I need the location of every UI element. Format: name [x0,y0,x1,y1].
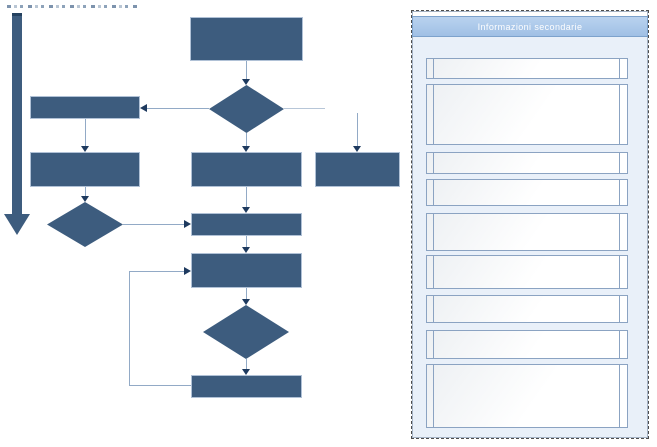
panel-row-9[interactable] [426,364,628,428]
loop-edge-vertical[interactable] [129,271,130,386]
bar-mid-1[interactable] [191,213,302,236]
panel-row-8[interactable] [426,330,628,359]
process-mid-2[interactable] [191,253,302,288]
edge-decision1-to-processmid1[interactable] [246,133,247,146]
arrowhead [242,79,250,85]
bar-mid-2[interactable] [191,375,302,398]
side-box[interactable] [315,152,400,187]
big-down-arrow-shaft[interactable] [12,13,22,215]
panel-title-bar[interactable]: Informazioni secondarie [412,16,648,37]
arrowhead [81,196,89,202]
arrowhead [242,369,250,375]
row-separator [619,331,620,358]
arrowhead [242,146,250,152]
decision-mid-2[interactable] [203,305,289,359]
panel-row-1[interactable] [426,58,628,79]
row-separator [433,180,434,205]
edge-decision2-to-barmid2[interactable] [246,359,247,369]
row-separator [619,365,620,427]
decision-mid-1[interactable] [209,85,284,133]
box-left-2[interactable] [30,152,140,187]
row-separator [433,331,434,358]
arrowhead [184,220,191,228]
edge-start-to-decision1[interactable] [246,61,247,79]
panel-row-5[interactable] [426,213,628,251]
edge-processmid2-to-decision2[interactable] [246,288,247,299]
row-separator [433,214,434,250]
edge-decision1-right-segment[interactable] [284,108,325,109]
big-down-arrow-head [4,214,30,235]
edge-barmid1-to-processmid2[interactable] [246,236,247,247]
edge-to-side-box[interactable] [357,113,358,146]
panel-row-3[interactable] [426,152,628,174]
row-separator [433,59,434,78]
arrowhead [81,146,89,152]
secondary-info-panel[interactable]: Informazioni secondarie [411,10,649,439]
row-separator [433,296,434,322]
illegible-caption-text [7,5,139,8]
row-separator [619,256,620,288]
panel-title: Informazioni secondarie [477,21,583,32]
arrowhead [140,104,147,112]
row-separator [619,153,620,173]
decision-left[interactable] [47,202,123,247]
row-separator [619,59,620,78]
edge-decisionleft-to-barmid1[interactable] [123,224,184,225]
row-separator [619,214,620,250]
edge-processmid1-to-barmid1[interactable] [246,187,247,207]
arrowhead [242,207,250,213]
panel-row-7[interactable] [426,295,628,323]
panel-row-2[interactable] [426,84,628,145]
panel-body [413,37,647,437]
panel-row-4[interactable] [426,179,628,206]
edge-boxleft1-to-boxleft2[interactable] [85,119,86,146]
arrowhead [184,267,191,275]
row-separator [433,365,434,427]
row-separator [433,256,434,288]
loop-edge-top[interactable] [129,271,184,272]
row-separator [619,296,620,322]
arrowhead [242,299,250,305]
arrowhead [353,146,361,152]
process-mid-1[interactable] [191,152,302,187]
start-box[interactable] [190,17,303,61]
row-separator [619,180,620,205]
row-separator [433,153,434,173]
edge-boxleft2-to-decisionleft[interactable] [85,187,86,196]
loop-edge-bottom[interactable] [129,385,191,386]
row-separator [619,85,620,144]
row-separator [433,85,434,144]
arrowhead [242,247,250,253]
panel-row-6[interactable] [426,255,628,289]
edge-decision1-to-boxleft1[interactable] [147,108,209,109]
box-left-1[interactable] [30,96,140,119]
